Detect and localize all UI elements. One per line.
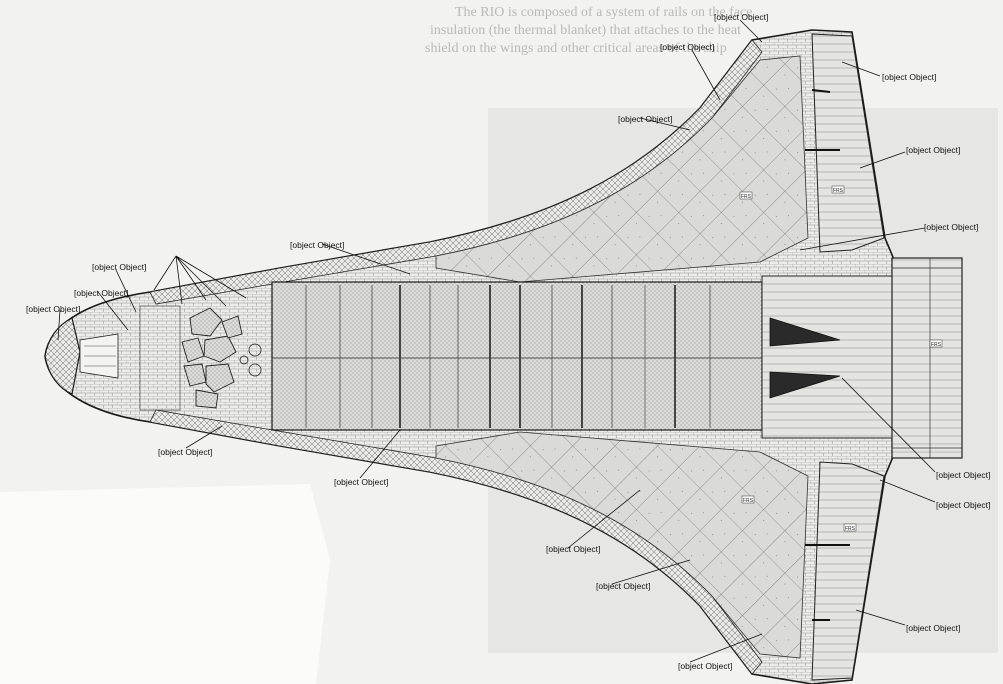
white-paper-patch: [0, 484, 330, 684]
engine-nozzle-bands: [892, 258, 962, 458]
label-hrsi-bottom-right: [object Object]: [906, 623, 960, 633]
forward-tile-cluster: [181, 307, 243, 409]
frs-tag: FRS: [833, 188, 844, 194]
nose-gear-door-lines: [84, 345, 116, 367]
label-rcc-nose: [object Object]: [26, 304, 80, 314]
upper-elevon-hinge: [805, 89, 840, 151]
label-lrsi-bottom: [object Object]: [678, 661, 732, 671]
frs-tag: FRS: [743, 498, 754, 504]
label-hrsi-top: [object Object]: [660, 42, 714, 52]
leader-lines: [57, 19, 936, 663]
lower-wing-hrsi-region: [435, 431, 809, 659]
upper-elevon: [811, 33, 885, 253]
background-text-line-2: insulation (the thermal blanket) that at…: [430, 23, 742, 38]
payload-bay: [271, 281, 763, 431]
label-hrsi-elevon-top: [object Object]: [906, 145, 960, 155]
label-lrsi-fuselage-top: [object Object]: [290, 240, 344, 250]
label-lrsi-elevon-top: [object Object]: [882, 72, 936, 82]
main-engine-area: [891, 257, 963, 459]
label-hrsi-forward: [object Object]: [92, 262, 146, 272]
lower-elevon-hinge: [805, 544, 850, 621]
label-lrsi-top: [object Object]: [714, 12, 768, 22]
nose-cap-rcc: [44, 317, 81, 395]
label-lrsi-fuselage-bottom: [object Object]: [334, 477, 388, 487]
frs-tags: FRS FRS FRS FRS FRS: [739, 185, 943, 532]
payload-bay-frames: [305, 285, 711, 428]
frs-tag: FRS: [845, 526, 856, 532]
frs-tag: FRS: [741, 194, 752, 200]
background-text-line-3: shield on the wings and other critical a…: [425, 41, 727, 56]
callout-labels: [object Object] [object Object] [object …: [26, 12, 990, 671]
aft-fuselage: [761, 275, 893, 439]
label-rcc-top: [object Object]: [618, 114, 672, 124]
frs-tag: FRS: [931, 342, 942, 348]
label-afrsi: [object Object]: [936, 470, 990, 480]
label-rcc-bottom: [object Object]: [596, 581, 650, 591]
label-hrsi-wing-bottom: [object Object]: [546, 544, 600, 554]
label-lrsi-aft-top: [object Object]: [924, 222, 978, 232]
lower-elevon: [811, 461, 885, 681]
body-flap-wedges: [769, 317, 841, 399]
forward-port-circles: [239, 343, 262, 377]
forward-fuselage-panel: [139, 305, 181, 411]
label-hrsi-elevon-bottom: [object Object]: [936, 500, 990, 510]
label-lrsi-forward: [object Object]: [74, 288, 128, 298]
upper-wing-hrsi-region: [435, 55, 809, 283]
label-lrsi-chin: [object Object]: [158, 447, 212, 457]
background-text-line-1: The RIO is composed of a system of rails…: [455, 5, 753, 20]
